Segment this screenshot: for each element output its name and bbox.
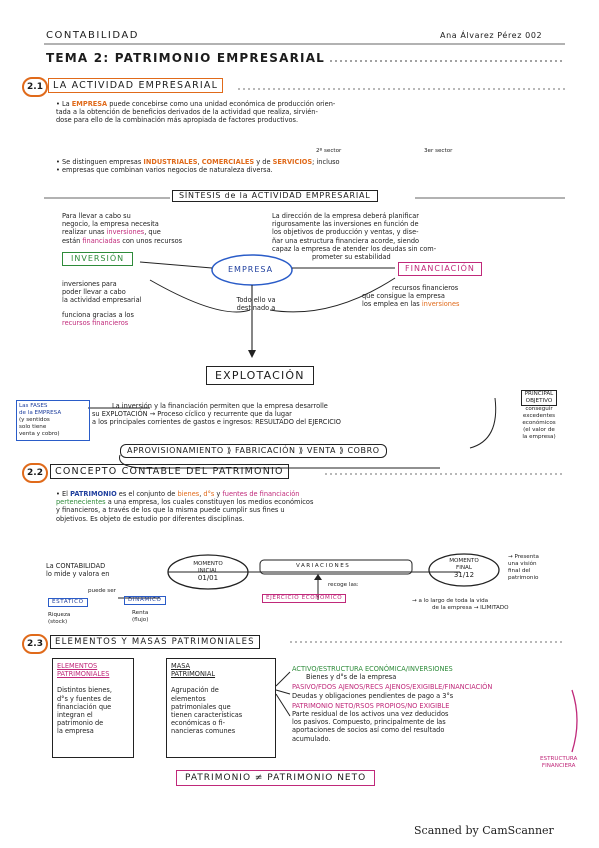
recoge-label: recoge las: <box>328 582 359 588</box>
paragraph-tipos: • Se distinguen empresas INDUSTRIALES, C… <box>56 158 340 175</box>
fases-box: Las FASES de la EMPRESA (y sentidos solo… <box>16 400 90 441</box>
pasivo-heading: PASIVO/FDOS AJENOS/RECS AJENOS/EXIGIBLE/… <box>292 683 493 692</box>
paragraph-empresa: • La EMPRESA puede concebirse como una u… <box>56 100 336 125</box>
estatico-box: ESTÁTICO <box>48 598 88 607</box>
explotacion-text: La inversión y la financiación permiten … <box>92 402 341 427</box>
puede-ser: puede ser <box>88 588 116 594</box>
financiacion-box: FINANCIACIÓN <box>398 262 482 276</box>
section-number: 2.1 <box>22 77 48 97</box>
variaciones-label: VARIACIONES <box>296 563 351 569</box>
riqueza-label: Riqueza(stock) <box>48 612 71 625</box>
page-title: TEMA 2: PATRIMONIO EMPRESARIAL <box>46 51 326 65</box>
inversion-description: inversiones para poder llevar a cabo la … <box>62 280 142 327</box>
patrimonio-distinto-box: PATRIMONIO ≠ PATRIMONIO NETO <box>176 770 376 786</box>
presenta-note: → Presenta una visión final del patrimon… <box>508 554 539 581</box>
pn-desc-1: Parte residual de los activos una vez de… <box>292 710 449 719</box>
note-inversiones: Para llevar a cabo su negocio, la empres… <box>62 212 183 245</box>
pasivo-desc: Deudas y obligaciones pendientes de pago… <box>292 691 454 700</box>
paragraph-patrimonio: • El PATRIMONIO es el conjunto de bienes… <box>56 490 314 523</box>
section-heading: ELEMENTOS Y MASAS PATRIMONIALES <box>50 635 260 649</box>
pn-desc-4: acumulado. <box>292 734 331 743</box>
dinamico-box: DINÁMICO <box>124 596 166 605</box>
section-number: 2.2 <box>22 463 48 483</box>
section-heading: CONCEPTO CONTABLE DEL PATRIMONIO <box>50 464 289 479</box>
pn-desc-2: los pasivos. Compuesto, principalmente d… <box>292 718 446 727</box>
sintesis-box: SÍNTESIS de la ACTIVIDAD EMPRESARIAL <box>172 190 378 202</box>
author-label: Ana Álvarez Pérez 002 <box>440 31 543 40</box>
annotation-third-sector: 3er sector <box>424 148 453 154</box>
renta-label: Renta(flujo) <box>132 610 149 623</box>
inversion-box: INVERSIÓN <box>62 252 134 266</box>
camscanner-footer: Scanned by CamScanner <box>414 824 554 837</box>
ejercicio-economico-box: EJERCICIO ECONÓMICO <box>262 594 347 603</box>
note-direccion: La dirección de la empresa deberá planif… <box>272 212 437 262</box>
elementos-box: ELEMENTOS PATRIMONIALES Distintos bienes… <box>52 658 134 758</box>
activo-heading: ACTIVO/ESTRUCTURA ECONÓMICA/INVERSIONES <box>292 665 453 673</box>
pn-heading: PATRIMONIO NETO/RSOS PROPIOS/NO EXIGIBLE <box>292 701 450 710</box>
masas-list: ACTIVO/ESTRUCTURA ECONÓMICA/INVERSIONES … <box>292 665 582 743</box>
section-heading: LA ACTIVIDAD EMPRESARIAL <box>48 78 224 93</box>
ciclo-explotacion: APROVISIONAMIENTO ⟫ FABRICACIÓN ⟫ VENTA … <box>120 444 387 458</box>
activo-desc: Bienes y d°s de la empresa <box>306 673 397 682</box>
empresa-node: EMPRESA <box>228 265 274 274</box>
largo-note: → a lo largo de toda la vida de la empre… <box>412 598 509 611</box>
explotacion-box: EXPLOTACIÓN <box>206 366 314 385</box>
financiacion-description: recursos financieros que consigue la emp… <box>362 284 460 309</box>
section-number: 2.3 <box>22 634 48 654</box>
subject-label: CONTABILIDAD <box>46 30 139 41</box>
annotation-second-sector: 2º sector <box>316 148 342 154</box>
pn-desc-3: aportaciones de socios así como del resu… <box>292 726 445 735</box>
masa-box: MASA PATRIMONIAL Agrupación de elementos… <box>166 658 276 758</box>
